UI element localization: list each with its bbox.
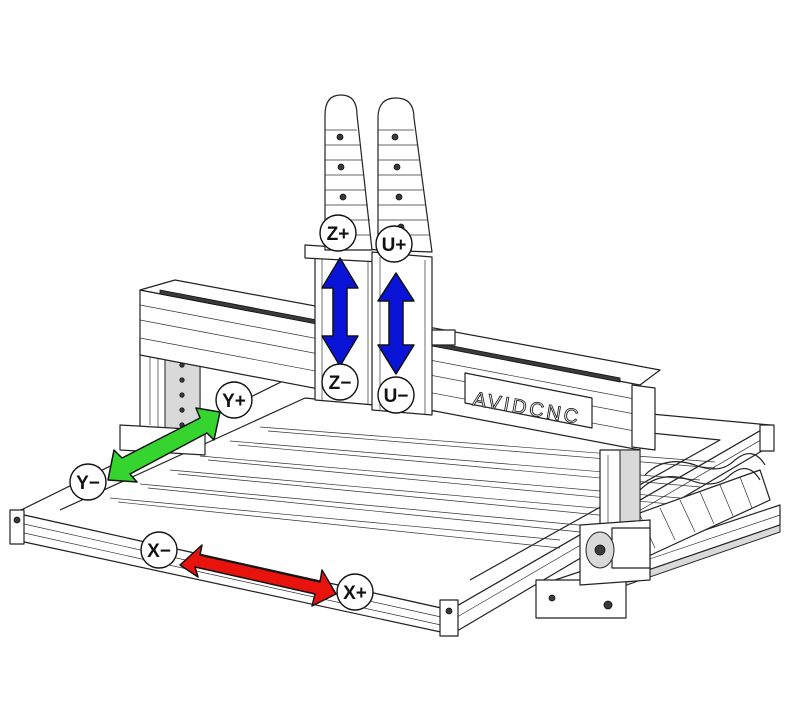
axis-label-z-plus: Z+ (319, 214, 357, 252)
u-plus-label: U+ (382, 235, 407, 256)
axis-label-x-plus: X+ (336, 573, 374, 611)
x-plus-label: X+ (343, 583, 367, 604)
axis-label-y-plus: Y+ (215, 381, 253, 419)
u-axis-arrow (377, 272, 415, 375)
z-plus-label: Z+ (327, 224, 350, 245)
x-axis-arrow (179, 544, 337, 607)
x-minus-label: X− (147, 541, 171, 562)
z-minus-label: Z− (329, 373, 352, 394)
right-gantry-upright (579, 449, 651, 586)
left-gantry-upright (119, 339, 206, 456)
axis-label-u-plus: U+ (375, 225, 413, 263)
axis-label-z-minus: Z− (321, 363, 359, 401)
u-drag-chain (377, 97, 433, 253)
axis-label-u-minus: U− (377, 376, 415, 414)
axis-label-x-minus: X− (140, 531, 178, 569)
u-minus-label: U− (384, 386, 409, 407)
axis-label-y-minus: Y− (69, 463, 107, 501)
y-minus-label: Y− (76, 473, 100, 494)
y-plus-label: Y+ (222, 391, 246, 412)
